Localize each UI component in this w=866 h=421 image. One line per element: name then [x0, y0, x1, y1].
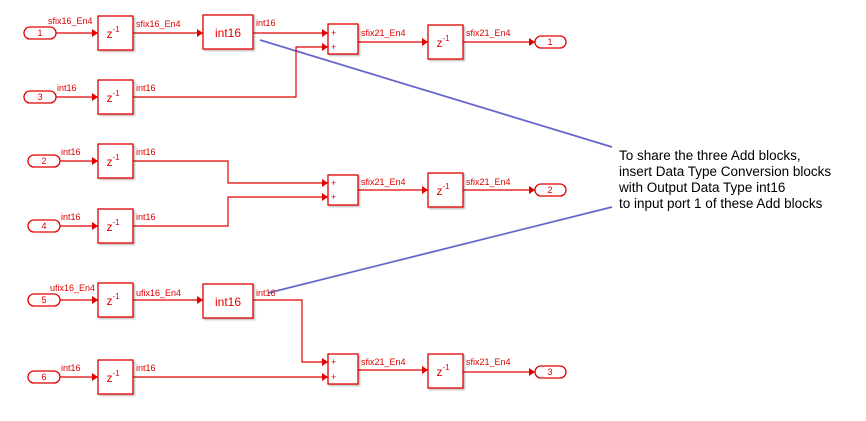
svg-text:to input port 1 of these Add b: to input port 1 of these Add blocks [619, 196, 823, 211]
inport-4[interactable]: 4 [27, 219, 61, 233]
svg-text:+: + [331, 178, 336, 188]
arrowheads [92, 29, 535, 381]
svg-text:z-1: z-1 [106, 218, 120, 234]
svg-text:To share the three Add blocks,: To share the three Add blocks, [619, 148, 801, 163]
unit-delay-block[interactable]: z-1 [97, 359, 134, 395]
svg-text:int16: int16 [215, 295, 241, 309]
unit-delay-block[interactable]: z-1 [97, 282, 134, 318]
port-number: 6 [41, 372, 46, 382]
outport-1[interactable]: 1 [534, 35, 567, 49]
svg-text:ufix16_En4: ufix16_En4 [50, 283, 95, 293]
svg-text:int16: int16 [61, 147, 81, 157]
svg-text:sfix21_En4: sfix21_En4 [466, 177, 511, 187]
svg-text:+: + [331, 42, 336, 52]
unit-delay-block[interactable]: z-1 [427, 24, 464, 60]
port-number: 4 [41, 221, 46, 231]
port-number: 5 [41, 295, 46, 305]
svg-text:insert Data Type Conversion bl: insert Data Type Conversion blocks [619, 164, 831, 179]
svg-text:sfix21_En4: sfix21_En4 [361, 357, 406, 367]
svg-text:int16: int16 [256, 18, 276, 28]
port-number: 1 [37, 28, 42, 38]
outport-2[interactable]: 2 [534, 183, 567, 197]
inport-6[interactable]: 6 [27, 370, 61, 384]
inport-5[interactable]: 5 [27, 293, 61, 307]
svg-text:int16: int16 [136, 212, 156, 222]
unit-delay-block[interactable]: z-1 [97, 143, 134, 179]
data-type-conversion-block[interactable]: int16 [202, 283, 254, 319]
add-block[interactable]: ++ [327, 353, 359, 385]
svg-text:ufix16_En4: ufix16_En4 [136, 288, 181, 298]
port-number: 2 [41, 156, 46, 166]
add-block[interactable]: ++ [327, 174, 359, 206]
svg-text:z-1: z-1 [436, 34, 450, 50]
svg-text:int16: int16 [256, 288, 276, 298]
add-block[interactable]: ++ [327, 23, 359, 55]
inport-3[interactable]: 3 [23, 90, 57, 104]
inport-1[interactable]: 1 [23, 26, 57, 40]
svg-text:with Output Data Type int16: with Output Data Type int16 [618, 180, 785, 195]
svg-text:sfix21_En4: sfix21_En4 [361, 177, 406, 187]
unit-delay-block[interactable]: z-1 [97, 15, 134, 51]
annotation-note[interactable]: To share the three Add blocks, insert Da… [618, 148, 831, 211]
svg-text:+: + [331, 28, 336, 38]
svg-text:z-1: z-1 [106, 292, 120, 308]
annotation-connector [267, 206, 613, 294]
svg-text:z-1: z-1 [436, 363, 450, 379]
svg-text:int16: int16 [136, 83, 156, 93]
svg-text:sfix21_En4: sfix21_En4 [361, 28, 406, 38]
svg-text:z-1: z-1 [106, 153, 120, 169]
port-number: 3 [547, 367, 552, 377]
svg-text:int16: int16 [61, 363, 81, 373]
svg-text:int16: int16 [57, 83, 77, 93]
svg-text:sfix16_En4: sfix16_En4 [48, 16, 93, 26]
port-number: 3 [37, 92, 42, 102]
svg-text:z-1: z-1 [106, 369, 120, 385]
unit-delay-block[interactable]: z-1 [97, 79, 134, 115]
svg-text:z-1: z-1 [436, 182, 450, 198]
svg-text:+: + [331, 372, 336, 382]
annotation-connector [259, 39, 613, 148]
inport-2[interactable]: 2 [27, 154, 61, 168]
unit-delay-block[interactable]: z-1 [427, 172, 464, 208]
svg-text:+: + [331, 357, 336, 367]
data-type-conversion-block[interactable]: int16 [202, 14, 254, 50]
svg-text:sfix21_En4: sfix21_En4 [466, 357, 511, 367]
svg-text:sfix21_En4: sfix21_En4 [466, 28, 511, 38]
port-number: 2 [547, 185, 552, 195]
svg-text:int16: int16 [136, 147, 156, 157]
svg-text:z-1: z-1 [106, 25, 120, 41]
svg-text:z-1: z-1 [106, 89, 120, 105]
unit-delay-block[interactable]: z-1 [427, 353, 464, 389]
svg-text:int16: int16 [61, 212, 81, 222]
signal-labels: sfix16_En4 sfix16_En4 int16 int16 int16 … [48, 16, 511, 373]
port-number: 1 [547, 37, 552, 47]
outport-3[interactable]: 3 [534, 365, 567, 379]
unit-delay-block[interactable]: z-1 [97, 208, 134, 244]
svg-text:+: + [331, 192, 336, 202]
svg-text:int16: int16 [136, 363, 156, 373]
signal-lines [56, 32, 535, 378]
svg-text:int16: int16 [215, 26, 241, 40]
svg-text:sfix16_En4: sfix16_En4 [136, 19, 181, 29]
